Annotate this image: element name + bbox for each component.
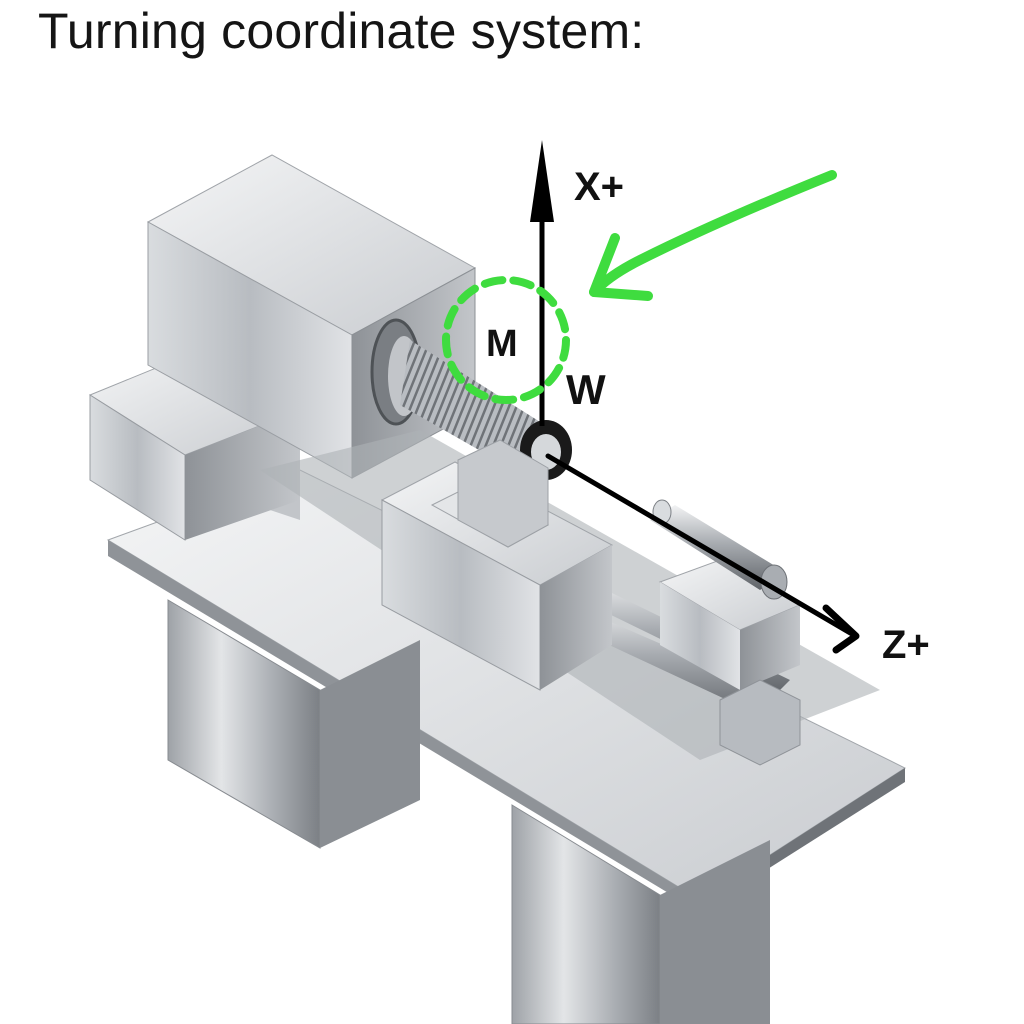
z-axis-arrow-icon (545, 453, 860, 654)
workpiece-zero-label: W (566, 366, 606, 413)
lathe-leg-right (511, 804, 770, 1024)
lathe-leg-left (167, 599, 420, 849)
x-axis-label: X+ (574, 165, 624, 209)
highlight-arrow-icon (589, 170, 837, 301)
machine-zero-highlight (442, 276, 570, 404)
z-axis-label: Z+ (882, 623, 930, 667)
page-title: Turning coordinate system: (38, 3, 645, 59)
carriage (380, 439, 614, 691)
tailstock (650, 499, 802, 766)
machine-zero-label: M (486, 323, 518, 365)
